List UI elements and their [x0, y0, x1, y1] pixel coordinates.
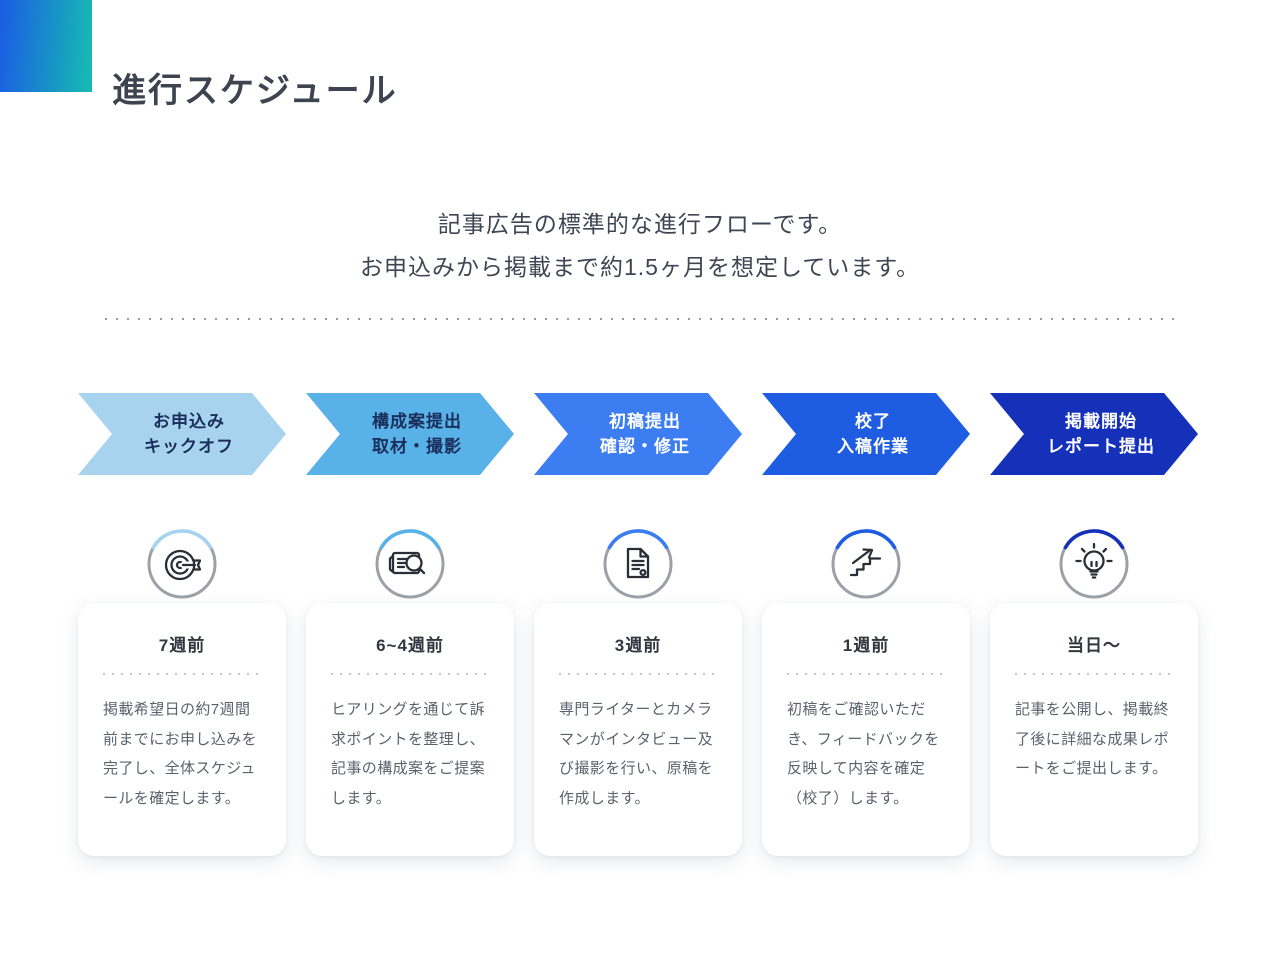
step-description: ヒアリングを通じて訴求ポイントを整理し、記事の構成案をご提案します。: [331, 701, 486, 807]
accent-corner-square: [0, 0, 92, 92]
step-timing: 6~4週前: [376, 636, 444, 655]
step-timing: 7週前: [158, 636, 206, 655]
step-description: 専門ライターとカメラマンがインタビュー及び撮影を行い、原稿を作成します。: [559, 701, 714, 807]
card-divider: [559, 673, 717, 675]
step-banner-line1: 構成案提出: [372, 412, 462, 431]
step-banner-line2: 入稿作業: [837, 437, 909, 456]
intro-text: 記事広告の標準的な進行フローです。 お申込みから掲載まで約1.5ヶ月を想定してい…: [0, 203, 1280, 289]
step-banner-4: 校了 入稿作業: [762, 393, 970, 475]
step-banner-line1: 初稿提出: [609, 412, 681, 431]
step-description: 掲載希望日の約7週間前までにお申し込みを完了し、全体スケジュールを確定します。: [103, 701, 258, 807]
card-divider: [787, 673, 945, 675]
step-banner-line1: お申込み: [153, 412, 225, 431]
step-banner-line2: レポート提出: [1047, 437, 1155, 456]
card-divider: [103, 673, 261, 675]
step-banner-line2: 確認・修正: [600, 437, 690, 456]
intro-line2: お申込みから掲載まで約1.5ヶ月を想定しています。: [360, 254, 920, 280]
step-column-5: 掲載開始 レポート提出: [990, 393, 1198, 856]
step-description: 記事を公開し、掲載終了後に詳細な成果レポートをご提出します。: [1015, 701, 1170, 777]
step-banner-line2: 取材・撮影: [372, 437, 462, 456]
step-banner-line1: 校了: [855, 412, 891, 431]
step-banner-1: お申込み キックオフ: [78, 393, 286, 475]
step-column-1: お申込み キックオフ 7週前: [78, 393, 286, 856]
step-card-4: 1週前 初稿をご確認いただき、フィードバックを反映して内容を確定（校了）します。: [762, 603, 970, 856]
step-description: 初稿をご確認いただき、フィードバックを反映して内容を確定（校了）します。: [787, 701, 940, 807]
step-banner-2: 構成案提出 取材・撮影: [306, 393, 514, 475]
step-banner-3: 初稿提出 確認・修正: [534, 393, 742, 475]
news-search-icon: [374, 528, 446, 600]
process-flow: お申込み キックオフ 7週前: [78, 393, 1198, 856]
step-column-4: 校了 入稿作業 1週前 初稿をご確認いただき、フィードバックを反映して内容を: [762, 393, 970, 856]
step-card-5: 当日〜 記事を公開し、掲載終了後に詳細な成果レポートをご提出します。: [990, 603, 1198, 856]
step-column-2: 構成案提出 取材・撮影: [306, 393, 514, 856]
dotted-divider: [105, 318, 1180, 320]
step-timing: 当日〜: [1067, 636, 1121, 655]
target-icon: [146, 528, 218, 600]
step-column-3: 初稿提出 確認・修正 3週前: [534, 393, 742, 856]
step-card-1: 7週前 掲載希望日の約7週間前までにお申し込みを完了し、全体スケジュールを確定し…: [78, 603, 286, 856]
card-divider: [331, 673, 489, 675]
step-banner-line1: 掲載開始: [1065, 412, 1137, 431]
intro-line1: 記事広告の標準的な進行フローです。: [437, 211, 843, 237]
step-card-3: 3週前 専門ライターとカメラマンがインタビュー及び撮影を行い、原稿を作成します。: [534, 603, 742, 856]
step-banner-5: 掲載開始 レポート提出: [990, 393, 1198, 475]
page-title: 進行スケジュール: [112, 71, 398, 110]
card-divider: [1015, 673, 1173, 675]
step-banner-line2: キックオフ: [144, 437, 234, 456]
lightbulb-icon: [1058, 528, 1130, 600]
document-icon: [602, 528, 674, 600]
step-timing: 1週前: [842, 636, 890, 655]
step-timing: 3週前: [614, 636, 662, 655]
stairs-up-icon: [830, 528, 902, 600]
step-card-2: 6~4週前 ヒアリングを通じて訴求ポイントを整理し、記事の構成案をご提案します。: [306, 603, 514, 856]
